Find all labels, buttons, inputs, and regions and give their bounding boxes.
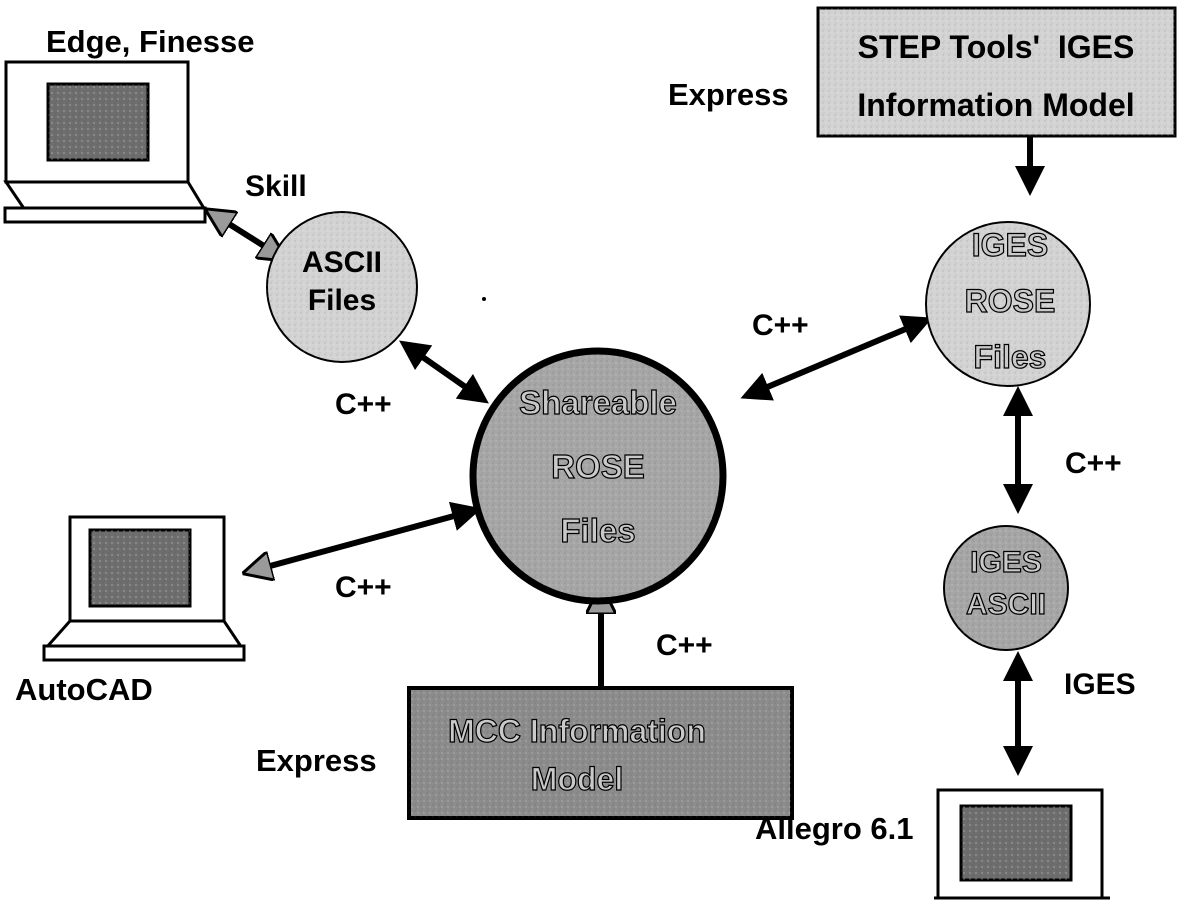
edge-finesse-label: Edge, Finesse — [46, 24, 254, 59]
ascii-files-line-1: ASCII — [302, 246, 382, 279]
cpp-iges-rose-label: C++ — [752, 309, 809, 342]
iges-rose-line-2: ROSE — [965, 283, 1056, 319]
cpp-autocad-label: C++ — [335, 571, 392, 604]
skill-label: Skill — [245, 170, 307, 203]
cpp-ascii-label: C++ — [335, 388, 392, 421]
allegro-label: Allegro 6.1 — [755, 811, 914, 846]
iges-ascii-node: IGES ASCII — [943, 525, 1069, 651]
mcc-model-line-2: Model — [531, 761, 623, 797]
autocad-label: AutoCAD — [15, 672, 153, 707]
ascii-files-node: ASCII Files — [266, 211, 418, 363]
computer-icon-edge-finesse — [3, 60, 208, 224]
step-tools-line-1: STEP Tools' IGES — [858, 29, 1135, 65]
computer-icon-autocad — [42, 515, 246, 662]
connector-ascii-shareable — [399, 340, 489, 404]
mcc-model-line-1: MCC Information — [448, 713, 706, 749]
iges-label: IGES — [1064, 668, 1136, 701]
step-tools-line-2: Information Model — [857, 87, 1134, 123]
shareable-rose-line-3: Files — [560, 512, 635, 549]
shareable-rose-line-1: Shareable — [519, 384, 677, 421]
connector-shareable-iges-rose — [740, 315, 933, 401]
iges-rose-line-3: Files — [974, 339, 1047, 375]
shareable-rose-files-node: Shareable ROSE Files — [469, 347, 727, 605]
iges-rose-line-1: IGES — [972, 227, 1048, 263]
connector-skill — [210, 212, 283, 258]
cpp-mcc-label: C++ — [656, 629, 713, 662]
step-tools-iges-model-box: STEP Tools' IGES Information Model — [816, 6, 1177, 138]
connector-autocad-shareable — [248, 510, 476, 572]
iges-ascii-line-2: ASCII — [966, 588, 1046, 621]
stray-dot — [482, 297, 486, 301]
shareable-rose-line-2: ROSE — [551, 448, 645, 485]
iges-ascii-line-1: IGES — [970, 546, 1042, 579]
iges-rose-files-node: IGES ROSE Files — [925, 221, 1091, 387]
computer-icon-allegro — [934, 788, 1110, 900]
express-top-label: Express — [668, 77, 789, 112]
ascii-files-line-2: Files — [308, 284, 376, 317]
mcc-information-model-box: MCC Information Model — [407, 686, 794, 820]
express-bottom-label: Express — [256, 743, 377, 778]
cpp-iges-ascii-label: C++ — [1065, 447, 1122, 480]
